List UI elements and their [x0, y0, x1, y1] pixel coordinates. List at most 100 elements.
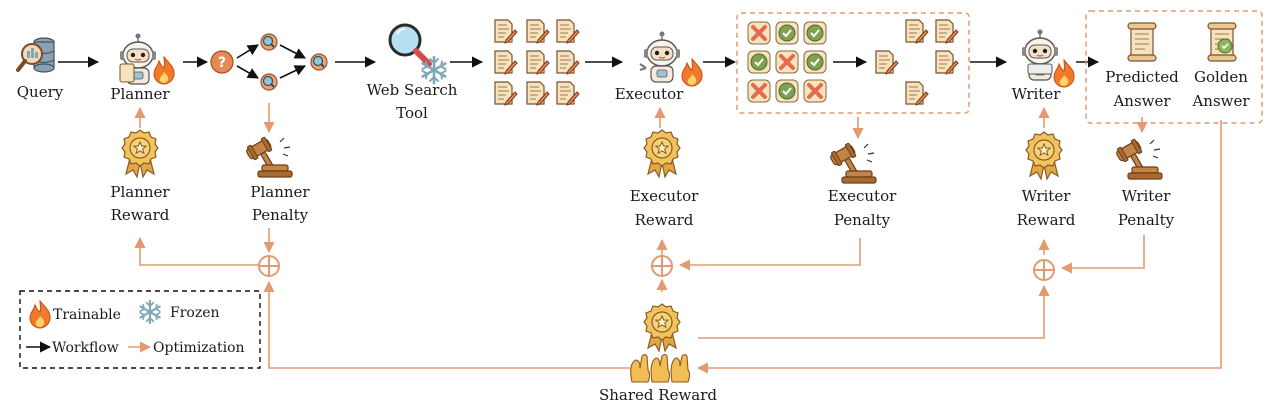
- executor-reward-label-2: Reward: [635, 211, 694, 229]
- legend: Trainable Frozen Workflow Optimization: [19, 290, 261, 369]
- verification-box: [736, 12, 970, 114]
- planner-node: Planner: [110, 32, 175, 103]
- writer-label: Writer: [1012, 85, 1062, 103]
- executor-penalty: Executor Penalty: [828, 141, 897, 229]
- medal-icon: [1025, 131, 1063, 180]
- query-node: Query: [16, 37, 64, 101]
- writer-fire-icon: [1053, 59, 1075, 88]
- document-icon: [494, 81, 518, 106]
- executor-robot-icon: [639, 30, 681, 83]
- executor-penalty-label-2: Penalty: [834, 211, 891, 229]
- document-icon: [935, 50, 959, 75]
- cross-icon: [802, 78, 828, 104]
- planner-penalty: Planner Penalty: [244, 135, 310, 224]
- document-icon: [526, 50, 550, 75]
- check-icon: [775, 21, 799, 45]
- gavel-icon: [828, 141, 877, 186]
- arrow-shared-planner-sum: [263, 280, 630, 369]
- query-label: Query: [17, 83, 64, 101]
- search-magnifier-icon: [388, 23, 432, 67]
- database-search-icon: [16, 37, 55, 73]
- sum-nodes: [258, 255, 1055, 281]
- legend-frozen: Frozen: [170, 305, 220, 321]
- gavel-icon: [244, 135, 293, 180]
- executor-fire-icon: [681, 58, 703, 87]
- document-icon: [935, 19, 959, 44]
- writer-reward: Writer Reward: [1017, 131, 1076, 229]
- document-icon: [526, 81, 550, 106]
- verification-grid: [746, 20, 828, 104]
- document-icon: [556, 81, 580, 106]
- scroll-icon: [1127, 22, 1157, 62]
- arrow-shared-writer-sum: [698, 284, 1050, 339]
- planner-reward-label-1: Planner: [110, 183, 170, 201]
- document-icon: [875, 50, 899, 75]
- web-search-label-1: Web Search: [367, 81, 458, 99]
- arrow-penalty-writer-sum: [1060, 235, 1145, 274]
- arrow-branch-down: [236, 65, 259, 79]
- document-icon: [494, 50, 518, 75]
- magnifier-icon: [310, 53, 328, 71]
- document-icon: [905, 19, 929, 44]
- document-icon: [556, 19, 580, 44]
- planner-reward: Planner Reward: [110, 129, 170, 224]
- executor-reward: Executor Reward: [630, 129, 699, 229]
- planner-label: Planner: [110, 85, 170, 103]
- planner-penalty-label-1: Planner: [250, 183, 310, 201]
- scroll-icon: [1207, 22, 1237, 62]
- arrow-sum-planner-reward: [134, 236, 259, 266]
- magnifier-icon: [260, 73, 278, 91]
- subquery-graph: ?: [210, 33, 328, 91]
- gavel-icon: [1114, 137, 1163, 182]
- answer-box: [1085, 10, 1263, 124]
- filtered-documents: [875, 19, 959, 106]
- web-search-node: Web Search Tool: [367, 23, 458, 122]
- check-icon: [803, 21, 827, 45]
- predicted-label-2: Answer: [1112, 92, 1171, 110]
- medal-icon: [643, 303, 681, 352]
- shared-reward-node: Shared Reward: [599, 303, 717, 404]
- legend-workflow: Workflow: [52, 340, 119, 356]
- question-mark: ?: [218, 55, 226, 71]
- planner-sum-node: [258, 255, 280, 277]
- check-icon: [747, 50, 771, 74]
- writer-penalty-label-2: Penalty: [1118, 211, 1175, 229]
- writer-penalty-label-1: Writer: [1122, 187, 1172, 205]
- writer-reward-label-2: Reward: [1017, 211, 1076, 229]
- arrow-penalty-executor-sum: [678, 238, 861, 271]
- legend-box: [19, 290, 261, 369]
- arrow-merge-down: [279, 65, 307, 79]
- arrow-golden-shared: [696, 120, 1222, 374]
- legend-trainable: Trainable: [53, 307, 121, 323]
- writer-robot-icon: [1021, 28, 1059, 81]
- executor-penalty-label-1: Executor: [828, 187, 897, 205]
- golden-label-1: Golden: [1194, 68, 1248, 86]
- snowflake-icon: [421, 55, 447, 85]
- planner-fire-icon: [153, 56, 175, 85]
- writer-node: Writer: [1012, 28, 1075, 103]
- planner-reward-label-2: Reward: [111, 206, 170, 224]
- cross-icon: [746, 78, 772, 104]
- cross-icon: [746, 20, 772, 46]
- document-icon: [556, 50, 580, 75]
- planner-penalty-label-2: Penalty: [252, 206, 309, 224]
- planner-robot-icon: [119, 32, 157, 85]
- arrow-branch-up: [236, 44, 259, 59]
- workflow-arrows: [58, 44, 1100, 79]
- web-search-label-2: Tool: [396, 104, 428, 122]
- optimization-arrows: [134, 103, 1222, 374]
- medal-icon: [121, 129, 159, 178]
- golden-answer-node: Golden Answer: [1191, 22, 1250, 110]
- retrieved-documents: [494, 19, 580, 106]
- check-icon: [803, 50, 827, 74]
- document-icon: [526, 19, 550, 44]
- check-icon: [775, 79, 799, 103]
- arrow-merge-up: [279, 44, 306, 59]
- executor-label: Executor: [615, 85, 684, 103]
- document-icon: [905, 81, 929, 106]
- shared-reward-label: Shared Reward: [599, 386, 717, 404]
- golden-label-2: Answer: [1191, 92, 1250, 110]
- executor-node: Executor: [615, 30, 703, 103]
